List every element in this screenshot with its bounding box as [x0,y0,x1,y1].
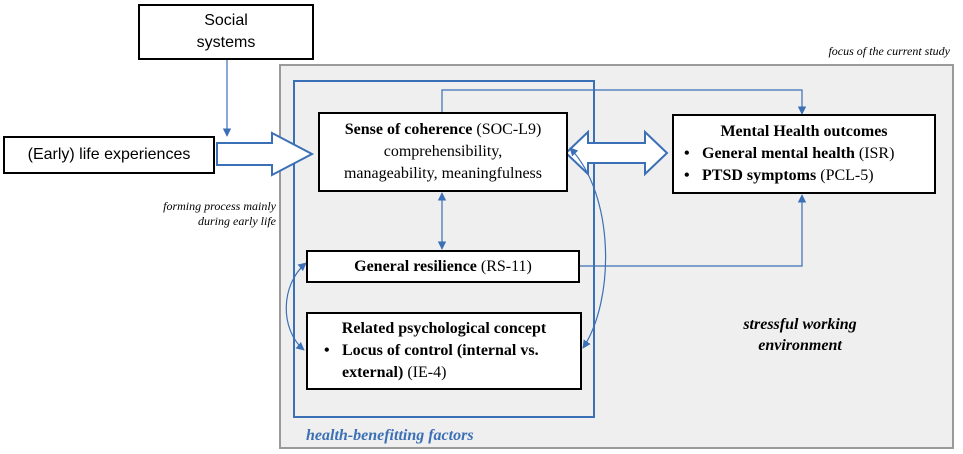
hbf-label: health-benefitting factors [306,427,474,444]
soc-title: Sense of coherence [344,121,473,138]
input-block-arrow [216,131,315,177]
bidirectional-block-arrow [564,129,669,177]
health-benefitting-frame [293,80,595,418]
forming-note-line2: during early life [198,214,276,228]
social-systems-line1: Social [204,12,248,29]
soc-locus-curve [569,147,607,349]
outcome-ptsd-symptoms: PTSD symptoms [702,167,817,184]
resilience-code: (RS-11) [480,257,532,275]
early-life-label: (Early) life experiences [27,146,191,163]
resilience-title: General resilience [354,257,477,275]
outcome-general-code: (ISR) [858,145,895,162]
forming-note-line1: forming process mainly [163,199,276,213]
soc-code: (SOC-L9) [476,121,542,138]
social-systems-line2: systems [196,34,256,51]
outcome-item: •General mental health (ISR) [684,143,894,165]
related-bullet: • [324,342,330,359]
resilience-box: General resilience (RS-11) [306,250,580,283]
outcome-ptsd-code: (PCL-5) [820,167,874,184]
soc-to-outcomes-arrow [441,89,807,115]
outcome-general-mental-health: General mental health [702,145,855,162]
related-concept-box: Related psychological concept • Locus of … [306,312,582,390]
related-item-line1: Locus of control (internal vs. [342,342,539,359]
outcomes-box: Mental Health outcomes •General mental h… [672,114,936,194]
environment-line2: environment [758,337,842,354]
environment-label: stressful working environment [700,314,900,356]
resilience-locus-curve [285,262,307,351]
forming-note: forming process mainly during early life [100,199,276,229]
environment-line1: stressful working [743,316,857,333]
outcomes-title: Mental Health outcomes [720,123,888,140]
outcome-item: •PTSD symptoms (PCL-5) [684,165,874,187]
related-item-code: (IE-4) [407,364,447,381]
early-life-box: (Early) life experiences [3,136,215,174]
soc-line2: comprehensibility, [383,143,503,160]
related-item-line2: external) [342,364,404,381]
study-focus-label: focus of the current study [828,44,950,58]
related-title: Related psychological concept [341,320,547,337]
soc-box: Sense of coherence (SOC-L9) comprehensib… [318,112,568,192]
soc-line3: manageability, meaningfulness [343,165,542,182]
social-systems-box: Social systems [138,4,314,60]
resilience-to-outcomes-arrow [580,194,807,267]
